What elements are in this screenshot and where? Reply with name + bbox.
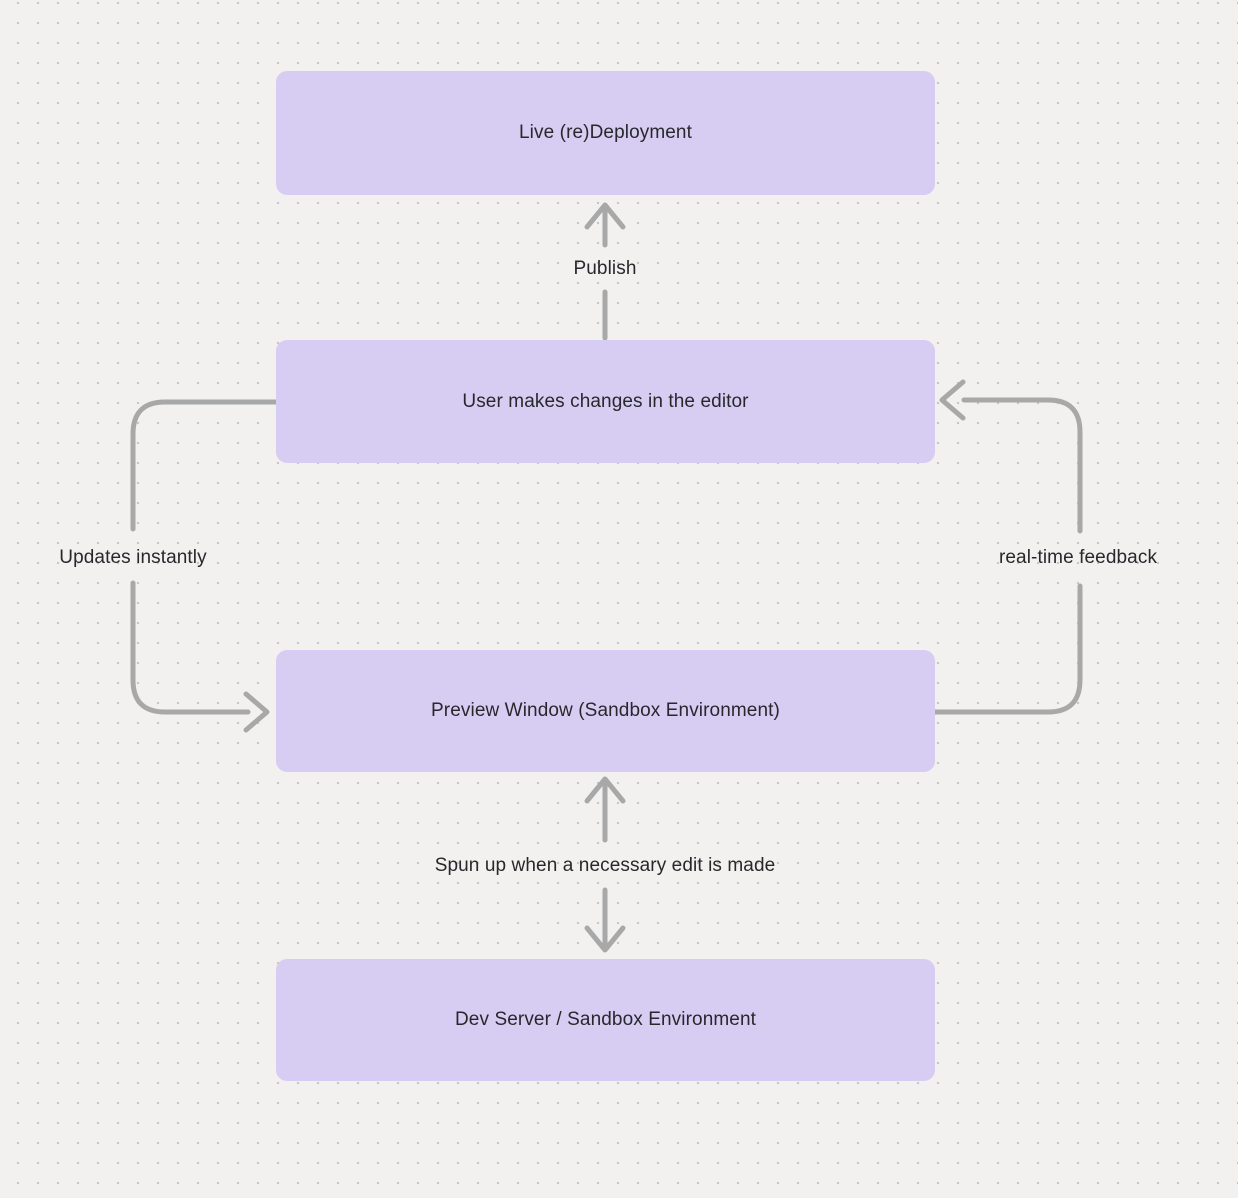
arrowhead-down-icon: [584, 925, 626, 953]
node-live-deployment-label: Live (re)Deployment: [519, 122, 692, 143]
node-editor-label: User makes changes in the editor: [462, 390, 749, 412]
node-preview-window[interactable]: Preview Window (Sandbox Environment): [276, 650, 935, 772]
edge-label-realtime-feedback: real-time feedback: [998, 547, 1158, 568]
arrowhead-right-icon: [243, 691, 270, 733]
arrowhead-up-icon: [584, 776, 626, 804]
node-dev-server-label: Dev Server / Sandbox Environment: [454, 1009, 756, 1030]
node-live-deployment[interactable]: Live (re)Deployment: [276, 71, 935, 195]
edge-label-updates-instantly: Updates instantly: [59, 547, 207, 568]
edge-label-spun-up: Spun up when a necessary edit is made: [434, 855, 776, 876]
edge-label-publish: Publish: [573, 258, 637, 279]
node-editor[interactable]: User makes changes in the editor: [276, 340, 935, 463]
node-dev-server[interactable]: Dev Server / Sandbox Environment: [276, 959, 935, 1081]
arrowhead-up-icon: [584, 202, 626, 230]
arrowhead-left-icon: [939, 379, 966, 421]
node-preview-window-label: Preview Window (Sandbox Environment): [431, 700, 780, 721]
